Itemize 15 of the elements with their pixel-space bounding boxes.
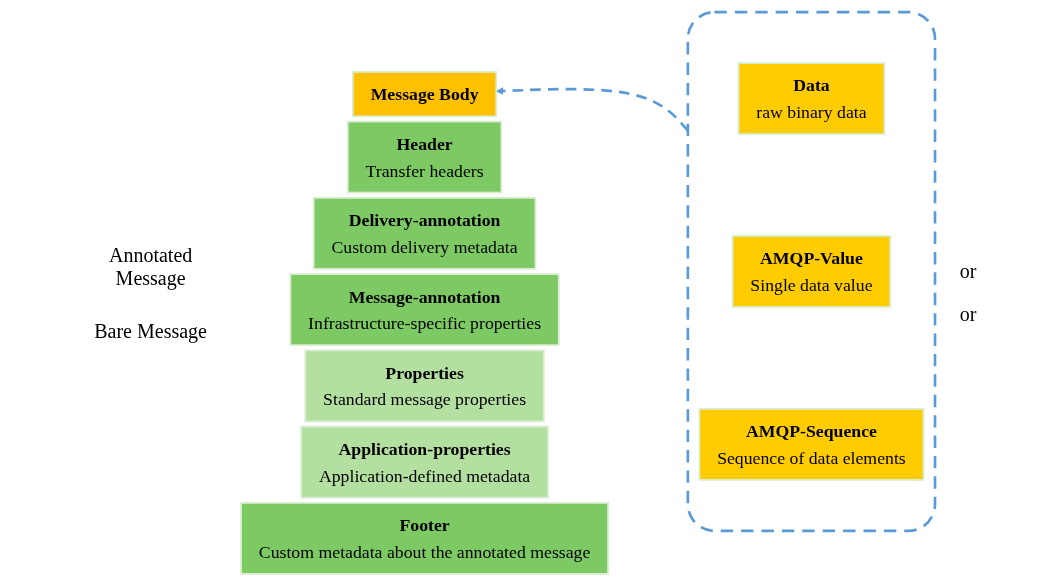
separator-text: or — [959, 303, 977, 326]
node-box: AMQP-Sequence Sequence of data elements — [698, 408, 924, 481]
separator-text: or — [959, 260, 977, 283]
bracket-label: Annotated Message — [107, 243, 194, 290]
node-box: Data raw binary data — [737, 62, 885, 135]
node-box: Delivery-annotation Custom delivery metadata — [312, 197, 536, 270]
node-box: Application-properties Application-defined metadata — [299, 425, 549, 499]
node-box: Footer Custom metadata about the annotated message — [239, 502, 609, 575]
bracket-label: Bare Message — [93, 319, 208, 343]
cluster — [686, 10, 936, 533]
node-box: Message Body — [351, 71, 497, 118]
node-box: AMQP-Value Single data value — [731, 235, 891, 308]
node-box: Header Transfer headers — [346, 120, 502, 194]
node-box: Properties Standard message properties — [304, 349, 545, 423]
node-box: Message-annotation Infrastructure-specific properties — [289, 273, 560, 346]
